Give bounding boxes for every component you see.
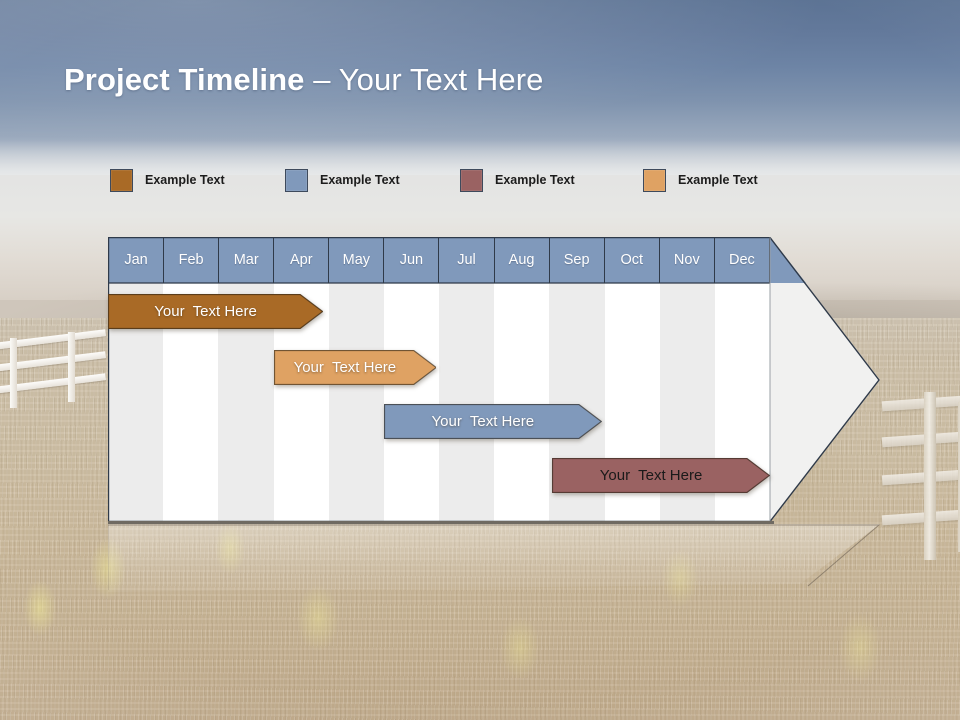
- left-white-fence: [0, 329, 107, 424]
- page-title-strong: Project Timeline: [64, 62, 305, 97]
- month-header-label: Aug: [508, 252, 535, 268]
- month-header-label: Oct: [620, 252, 644, 268]
- month-column-jul: [439, 283, 495, 522]
- timeline-gantt-chart: Jan Feb Mar Apr May Jun Jul Aug Sep Oct Nov Dec You…: [108, 237, 880, 522]
- timeline-month-header: Jan Feb Mar Apr May Jun Jul Aug Sep Oct Nov Dec: [108, 237, 770, 283]
- month-header-may[interactable]: May: [329, 237, 385, 283]
- timeline-bar-outline: [552, 458, 770, 493]
- legend-item-1[interactable]: Example Text: [110, 168, 225, 192]
- timeline-reflection-fill: [108, 524, 880, 592]
- month-header-aug[interactable]: Aug: [494, 237, 550, 283]
- page-title: Project Timeline – Your Text Here: [64, 60, 864, 100]
- legend-item-3[interactable]: Example Text: [460, 168, 575, 192]
- legend-swatch-maroon: [460, 168, 483, 192]
- month-header-dec[interactable]: Dec: [714, 237, 770, 283]
- month-header-label: Jul: [457, 252, 476, 268]
- legend-item-label: Example Text: [678, 173, 758, 187]
- month-header-label: Mar: [233, 252, 259, 268]
- legend-item-label: Example Text: [320, 173, 400, 187]
- month-header-jun[interactable]: Jun: [384, 237, 440, 283]
- month-header-label: Feb: [178, 252, 204, 268]
- month-column-aug: [494, 283, 550, 522]
- month-header-mar[interactable]: Mar: [219, 237, 275, 283]
- month-header-oct[interactable]: Oct: [604, 237, 660, 283]
- timeline-reflection-outline: [108, 524, 880, 590]
- timeline-reflection: [108, 524, 880, 614]
- timeline-bar-2[interactable]: Your Text Here: [273, 350, 437, 385]
- legend-swatch-tan: [643, 168, 666, 192]
- month-header-jan[interactable]: Jan: [108, 237, 165, 283]
- timeline-bar-outline: [273, 350, 437, 385]
- month-header-label: Jan: [124, 252, 148, 268]
- month-header-nov[interactable]: Nov: [659, 237, 715, 283]
- legend-item-4[interactable]: Example Text: [643, 168, 758, 192]
- month-header-feb[interactable]: Feb: [164, 237, 220, 283]
- month-header-apr[interactable]: Apr: [274, 237, 330, 283]
- timeline-bar-label: Your Text Here: [599, 467, 703, 484]
- month-header-label: May: [342, 252, 371, 268]
- timeline-bar-shape: [108, 294, 324, 329]
- timeline-bar-3[interactable]: Your Text Here: [383, 404, 602, 439]
- timeline-bar-shape: [383, 404, 602, 439]
- month-column-may: [328, 283, 384, 522]
- month-header-jul[interactable]: Jul: [439, 237, 495, 283]
- legend-item-2[interactable]: Example Text: [285, 168, 400, 192]
- right-wooden-fence: [881, 392, 960, 582]
- month-header-sep[interactable]: Sep: [549, 237, 605, 283]
- timeline-bar-label: Your Text Here: [154, 303, 257, 320]
- legend-swatch-blue: [285, 168, 308, 192]
- month-header-label: Jun: [399, 252, 424, 268]
- timeline-bar-shape: [273, 350, 436, 385]
- month-header-label: Sep: [563, 252, 590, 268]
- timeline-bar-outline: [383, 404, 602, 439]
- timeline-bar-outline: [108, 294, 324, 329]
- timeline-bar-1[interactable]: Your Text Here: [108, 294, 324, 329]
- legend-swatch-brown: [110, 168, 133, 192]
- legend-item-label: Example Text: [145, 173, 225, 187]
- timeline-bar-shape: [552, 458, 770, 493]
- month-header-label: Dec: [729, 252, 755, 268]
- timeline-base-line: [108, 521, 774, 524]
- month-header-label: Nov: [673, 252, 700, 268]
- legend-item-label: Example Text: [495, 173, 575, 187]
- month-header-label: Apr: [289, 252, 313, 268]
- timeline-bar-label: Your Text Here: [293, 359, 397, 376]
- timeline-bar-4[interactable]: Your Text Here: [552, 458, 770, 493]
- month-column-jun: [383, 283, 440, 522]
- timeline-bar-label: Your Text Here: [431, 413, 535, 430]
- page-title-light: – Your Text Here: [304, 62, 544, 97]
